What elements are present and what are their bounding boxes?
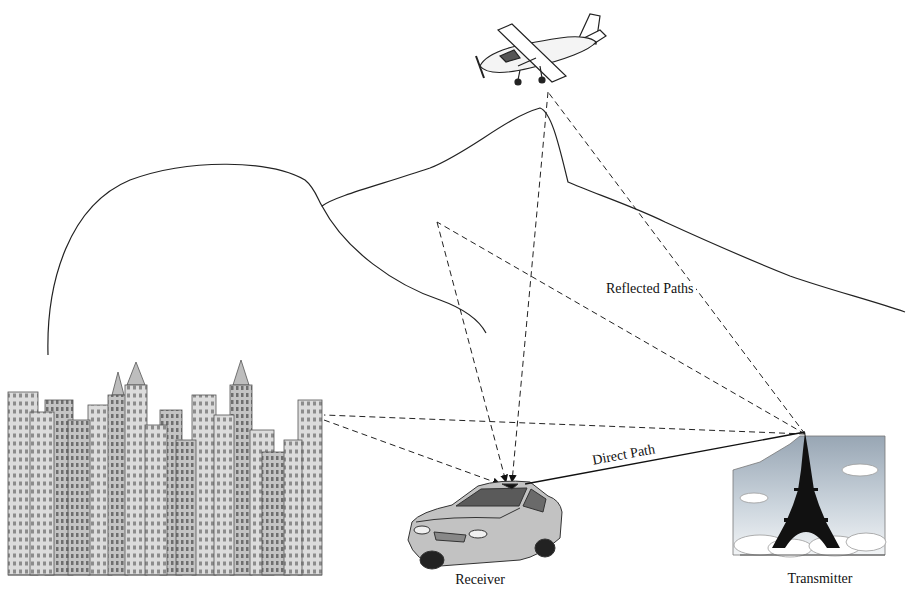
cockpit (500, 50, 520, 62)
ground-line (8, 575, 322, 576)
building (125, 385, 147, 575)
wheel (420, 551, 444, 569)
reflected-path (324, 420, 500, 484)
cloud (740, 493, 768, 503)
reflected-path (324, 415, 805, 434)
building (145, 425, 167, 575)
wing-strut (518, 58, 536, 66)
mountain-outline (48, 108, 905, 355)
reflected-path (548, 92, 805, 434)
headlight (414, 526, 430, 534)
spire (127, 362, 145, 385)
building (214, 415, 234, 575)
cloud (842, 464, 878, 476)
node-label-text: Transmitter (786, 571, 855, 586)
building (176, 440, 196, 575)
illustrated-node: Transmitter (735, 432, 905, 590)
reflected-path (437, 222, 506, 482)
tower-platform (794, 488, 818, 491)
building (68, 420, 90, 575)
direct-path-line (525, 432, 805, 484)
car (408, 481, 562, 569)
wheel (539, 77, 545, 83)
spire (112, 372, 124, 395)
gear-leg (540, 66, 542, 78)
ground-line (740, 555, 885, 556)
wheel (535, 539, 555, 557)
grille (434, 532, 466, 542)
node-label-text: Receiver (453, 572, 507, 587)
wheel (515, 79, 521, 85)
headlight (469, 530, 487, 538)
windshield (456, 488, 527, 506)
tower-platform (784, 518, 828, 522)
reflected-paths (324, 92, 805, 484)
building (30, 412, 54, 575)
tower-picture (733, 432, 886, 557)
spire (233, 360, 249, 385)
building (284, 440, 302, 575)
reflected-path (437, 222, 805, 434)
airplane (476, 14, 606, 85)
hood-line (416, 508, 520, 522)
edge-label: Direct Path (588, 441, 659, 469)
eiffel-tower (772, 432, 840, 548)
antenna (502, 484, 518, 489)
side-window (523, 489, 546, 512)
city-skyline (8, 360, 322, 575)
wing (498, 24, 566, 82)
propeller (476, 56, 484, 78)
illustrated-node: Receiver (395, 484, 565, 591)
node-label: Transmitter (735, 571, 905, 587)
cloud (846, 533, 886, 551)
path-label: Reflected Paths (603, 281, 696, 297)
node-label: Receiver (395, 572, 565, 588)
